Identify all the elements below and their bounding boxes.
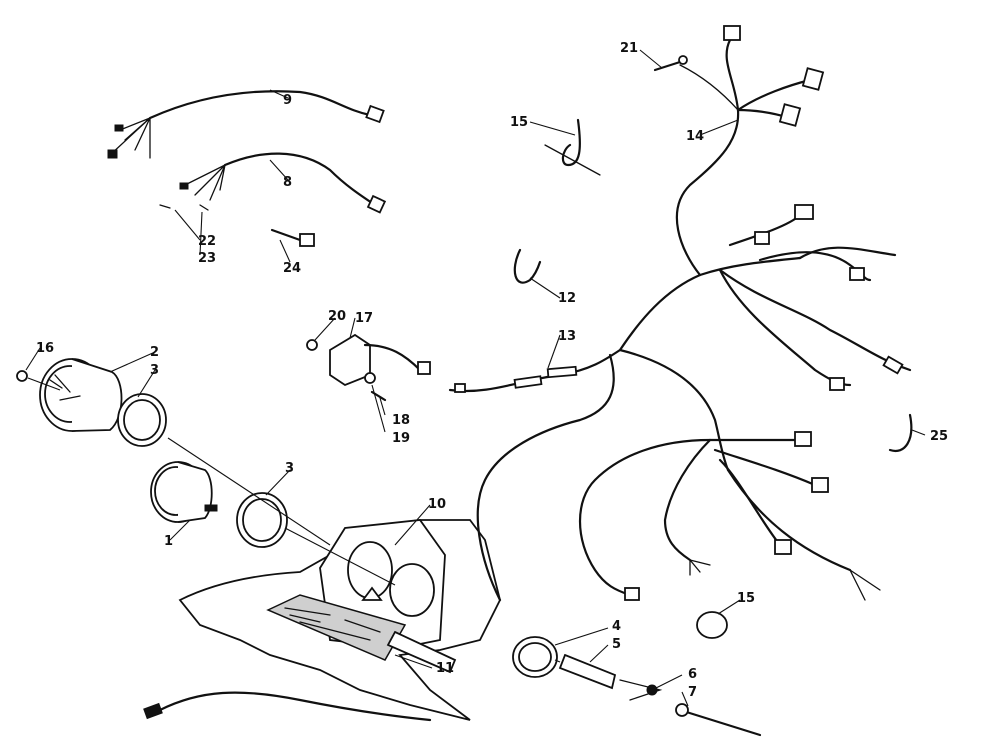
bracket-5 xyxy=(558,653,617,690)
callout-21: 21 xyxy=(620,41,638,56)
clip-15-upper xyxy=(561,118,581,167)
callout-15-upper: 15 xyxy=(510,115,528,130)
callout-4: 4 xyxy=(612,619,621,634)
callout-17: 17 xyxy=(355,311,373,326)
part-24 xyxy=(270,228,315,247)
callout-labels: 1 2 3 3 4 5 6 7 8 9 10 11 12 13 14 15 15… xyxy=(36,41,948,700)
callout-22: 22 xyxy=(198,234,216,249)
callout-9: 9 xyxy=(283,93,292,108)
callout-11: 11 xyxy=(436,661,454,676)
callout-18: 18 xyxy=(392,413,410,428)
harness-lower-branches xyxy=(579,431,881,601)
callout-19: 19 xyxy=(392,431,410,446)
leader-lines xyxy=(25,49,926,707)
callout-20: 20 xyxy=(328,309,346,324)
warning-triangle-icon xyxy=(361,586,383,601)
cable-lower-left xyxy=(158,691,432,722)
bulb-22 xyxy=(159,204,171,209)
dash-console xyxy=(178,519,501,721)
bracket-17 xyxy=(329,333,431,387)
clip-12 xyxy=(513,248,542,284)
clip-25 xyxy=(888,413,913,453)
callout-8: 8 xyxy=(283,175,292,190)
callout-12: 12 xyxy=(558,291,576,306)
callout-13: 13 xyxy=(558,329,576,344)
callout-25: 25 xyxy=(930,429,948,444)
callout-15-lower: 15 xyxy=(737,591,755,606)
nut-20 xyxy=(306,339,318,351)
callout-3-lower: 3 xyxy=(285,461,294,476)
cable-7 xyxy=(678,708,762,737)
harness-9 xyxy=(107,90,385,159)
callout-5: 5 xyxy=(612,637,621,652)
callout-10: 10 xyxy=(428,497,446,512)
callout-16: 16 xyxy=(36,341,54,356)
callout-24: 24 xyxy=(283,261,301,276)
washer-19 xyxy=(364,372,376,384)
console-trim-strip xyxy=(386,630,457,674)
callout-6: 6 xyxy=(688,667,697,682)
callout-23: 23 xyxy=(198,251,216,266)
bulb-socket-16 xyxy=(16,370,28,382)
clip-15-lower xyxy=(696,611,728,639)
callout-7: 7 xyxy=(688,685,697,700)
callout-2: 2 xyxy=(150,345,159,360)
console-gauge-opening-right xyxy=(389,563,435,617)
callout-14: 14 xyxy=(686,129,704,144)
bulb-21 xyxy=(653,60,682,72)
callout-1: 1 xyxy=(164,534,173,549)
gauge-speedometer xyxy=(39,358,123,432)
main-harness-13 xyxy=(448,246,912,602)
harness-14 xyxy=(675,25,825,277)
gauge-tachometer xyxy=(150,461,218,523)
harness-8 xyxy=(179,152,387,214)
callout-3-upper: 3 xyxy=(150,363,159,378)
